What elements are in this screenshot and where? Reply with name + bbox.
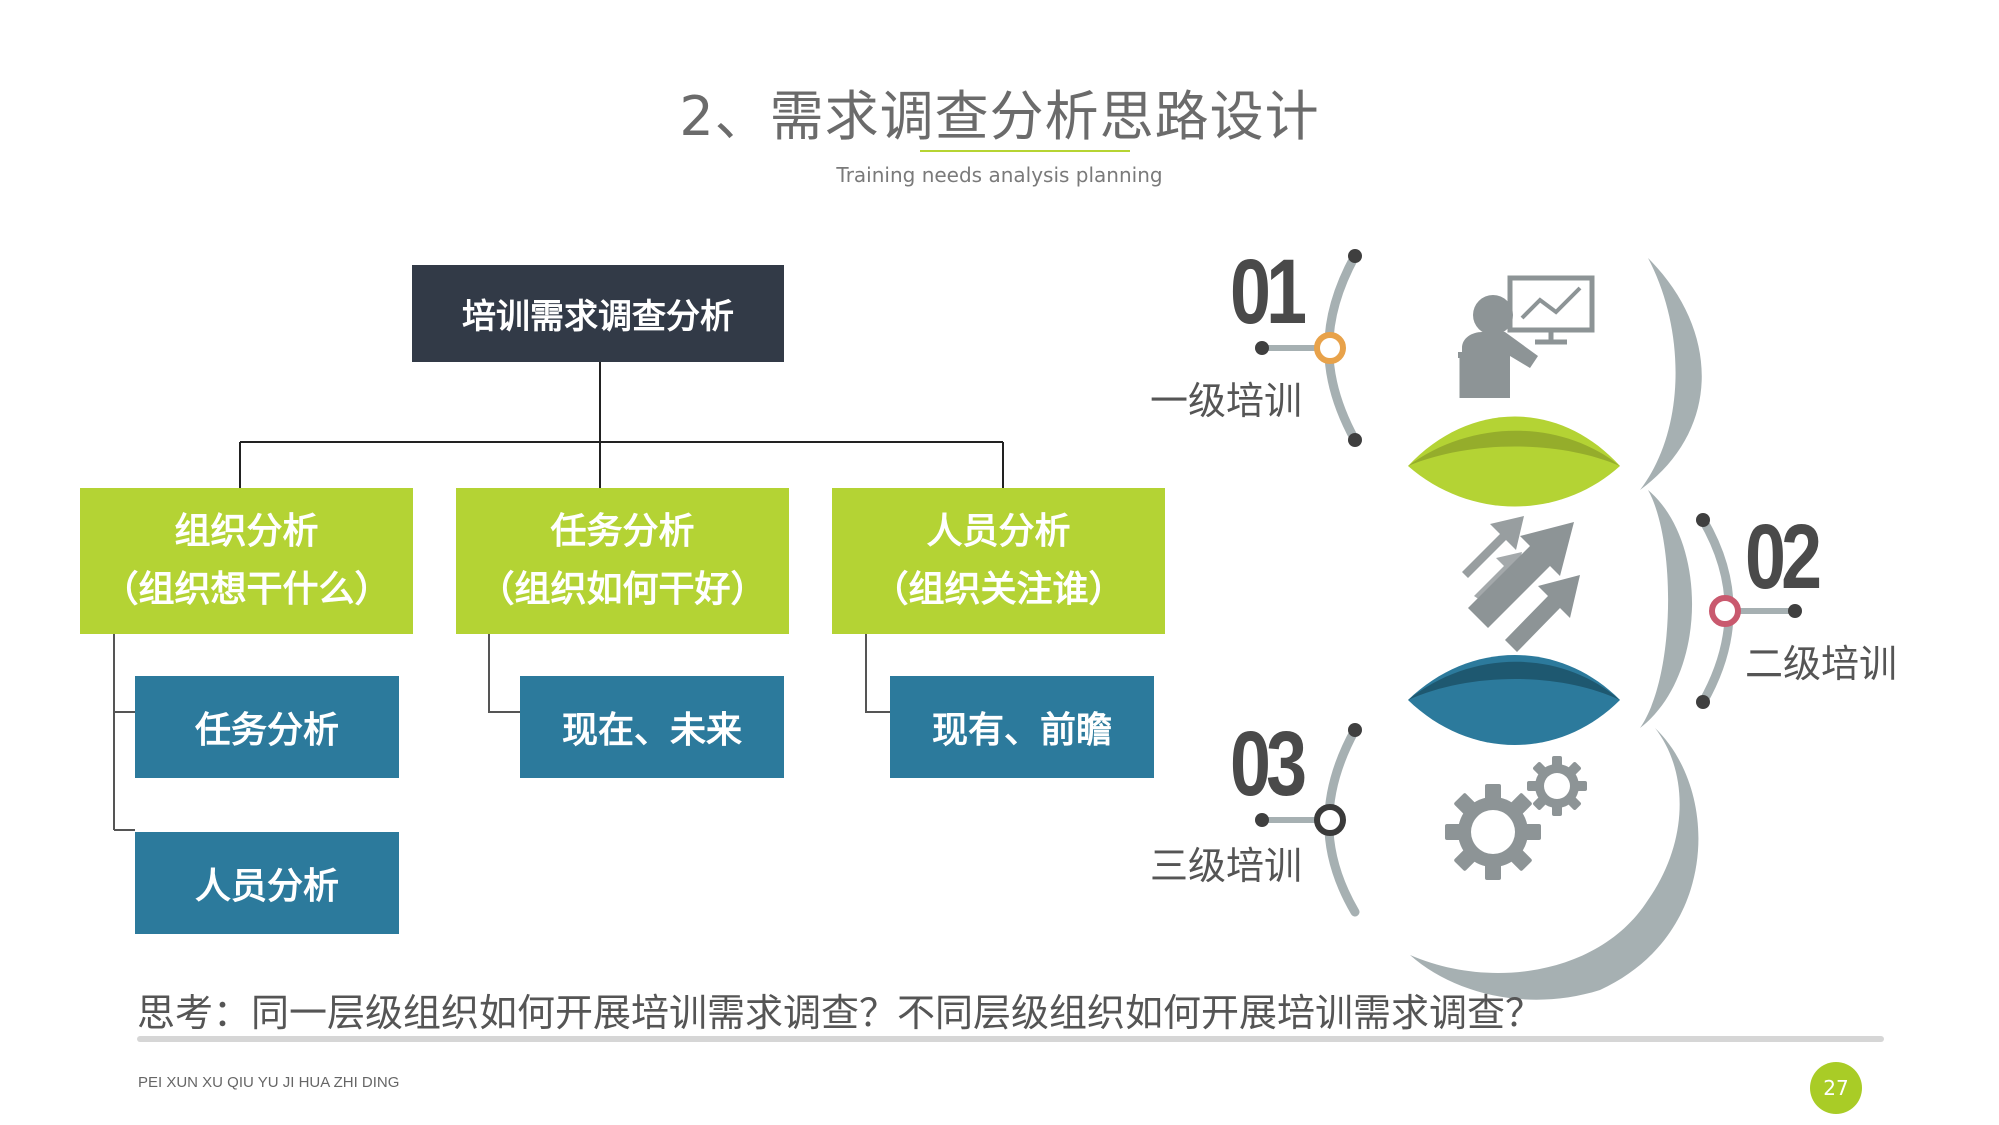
leaf-personnel-analysis: 人员分析	[135, 832, 399, 934]
footer-divider	[137, 1036, 1884, 1042]
footer-caption: PEI XUN XU QIU YU JI HUA ZHI DING	[138, 1074, 400, 1091]
page-title: 2、需求调查分析思路设计	[679, 85, 1320, 148]
leaf-task-analysis: 任务分析	[135, 676, 399, 778]
crescent-bottom	[1410, 728, 1699, 1000]
level-02-number: 02	[1745, 506, 1822, 608]
level-03-marker	[1314, 804, 1346, 836]
level-01-label: 一级培训	[1150, 379, 1303, 423]
leaf-green	[1408, 416, 1620, 507]
presenter-chart-icon	[1458, 275, 1595, 398]
crescent-top	[1640, 258, 1702, 490]
title-underline	[920, 150, 1130, 152]
branch-subtitle: （组织关注谁）	[872, 569, 1125, 610]
page-number-badge: 27	[1810, 1062, 1862, 1114]
level-02-marker	[1709, 595, 1741, 627]
leaf-present-future: 现在、未来	[520, 676, 784, 778]
branch-organization-analysis: 组织分析 （组织想干什么）	[80, 488, 413, 634]
crescent-middle	[1640, 490, 1693, 728]
branch-subtitle: （组织如何干好）	[478, 569, 767, 610]
training-levels-graphic	[1255, 249, 1802, 1000]
branch-title: 人员分析	[926, 511, 1071, 552]
gears-icon	[1445, 756, 1587, 880]
branch-subtitle: （组织想干什么）	[102, 569, 391, 610]
branch-title: 组织分析	[174, 511, 319, 552]
level-03-label: 三级培训	[1150, 844, 1303, 888]
tree-root-node: 培训需求调查分析	[412, 265, 784, 362]
level-01-marker	[1314, 332, 1346, 364]
leaf-existing-prospective: 现有、前瞻	[890, 676, 1154, 778]
page-subtitle: Training needs analysis planning	[836, 163, 1163, 187]
reflection-question: 思考：同一层级组织如何开展培训需求调查？不同层级组织如何开展培训需求调查？	[137, 991, 1544, 1035]
level-03-number: 03	[1230, 713, 1307, 815]
branch-task-analysis: 任务分析 （组织如何干好）	[456, 488, 789, 634]
level-02-label: 二级培训	[1745, 642, 1898, 686]
growth-arrows-icon	[1462, 516, 1580, 652]
branch-title: 任务分析	[550, 511, 695, 552]
branch-personnel-analysis: 人员分析 （组织关注谁）	[832, 488, 1165, 634]
level-01-number: 01	[1230, 241, 1307, 343]
